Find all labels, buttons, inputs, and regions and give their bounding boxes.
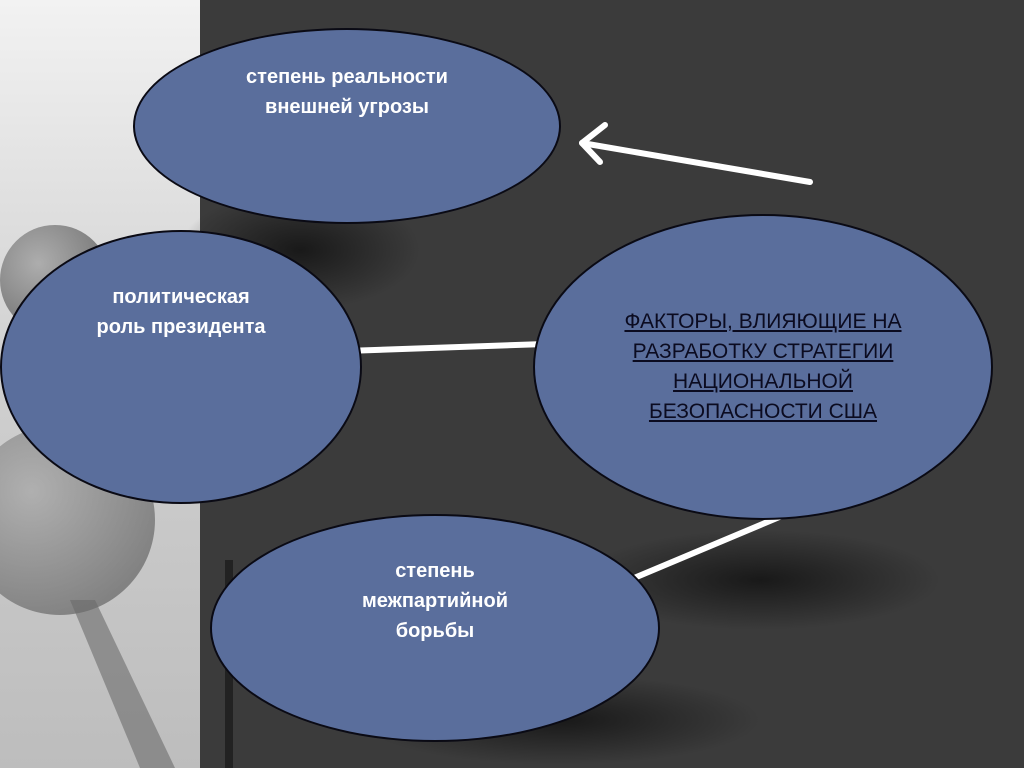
factor-threat-line-1: степень реальности	[246, 66, 448, 88]
center-topic-line-3: НАЦИОНАЛЬНОЙ	[673, 370, 853, 393]
center-topic-ellipse: ФАКТОРЫ, ВЛИЯЮЩИЕ НА РАЗРАБОТКУ СТРАТЕГИ…	[533, 214, 993, 520]
factor-partisan-ellipse: степень межпартийной борьбы	[210, 514, 660, 742]
factor-president-line-2: роль президента	[96, 316, 266, 338]
factor-partisan-text: степень межпартийной борьбы	[362, 556, 508, 740]
center-topic-line-4: БЕЗОПАСНОСТИ США	[648, 400, 878, 423]
factor-president-ellipse: политическая роль президента	[0, 230, 362, 504]
factor-threat-ellipse: степень реальности внешней угрозы	[133, 28, 561, 224]
factor-president-line-1: политическая	[112, 286, 250, 308]
factor-partisan-line-3: борьбы	[395, 620, 475, 642]
factor-partisan-line-1: степень	[395, 560, 475, 582]
center-topic-line-1: ФАКТОРЫ, ВЛИЯЮЩИЕ НА	[624, 310, 902, 333]
factor-threat-text: степень реальности внешней угрозы	[246, 62, 448, 222]
center-topic-text: ФАКТОРЫ, ВЛИЯЮЩИЕ НА РАЗРАБОТКУ СТРАТЕГИ…	[624, 307, 901, 427]
arrow-to-threat	[579, 122, 813, 185]
factor-president-text: политическая роль президента	[97, 282, 266, 502]
factor-threat-line-2: внешней угрозы	[265, 96, 429, 118]
factor-partisan-line-2: межпартийной	[362, 590, 508, 612]
center-topic-line-2: РАЗРАБОТКУ СТРАТЕГИИ	[632, 340, 894, 363]
